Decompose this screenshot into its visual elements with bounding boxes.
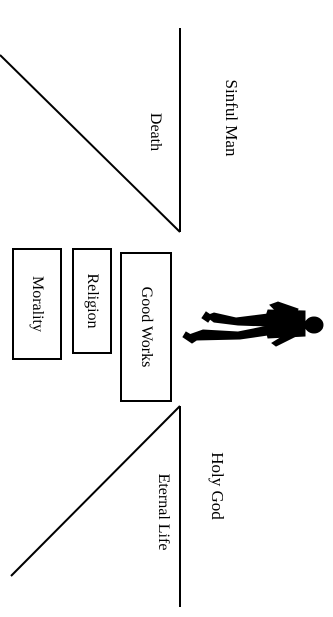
box-morality-label: Morality [29,276,46,332]
man-walking-icon [182,301,324,347]
box-good-works: Good Works [120,252,172,402]
lower-cliff-diagonal-line [10,405,181,577]
box-religion: Religion [72,248,112,354]
box-morality: Morality [12,248,62,360]
box-good-works-label: Good Works [138,286,155,368]
label-holy-god: Holy God [208,452,227,520]
label-death: Death [147,112,164,152]
upper-cliff-diagonal-line [0,54,181,233]
box-religion-label: Religion [84,273,101,329]
label-sinful-man: Sinful Man [222,79,241,157]
label-eternal-life: Eternal Life [155,473,172,551]
